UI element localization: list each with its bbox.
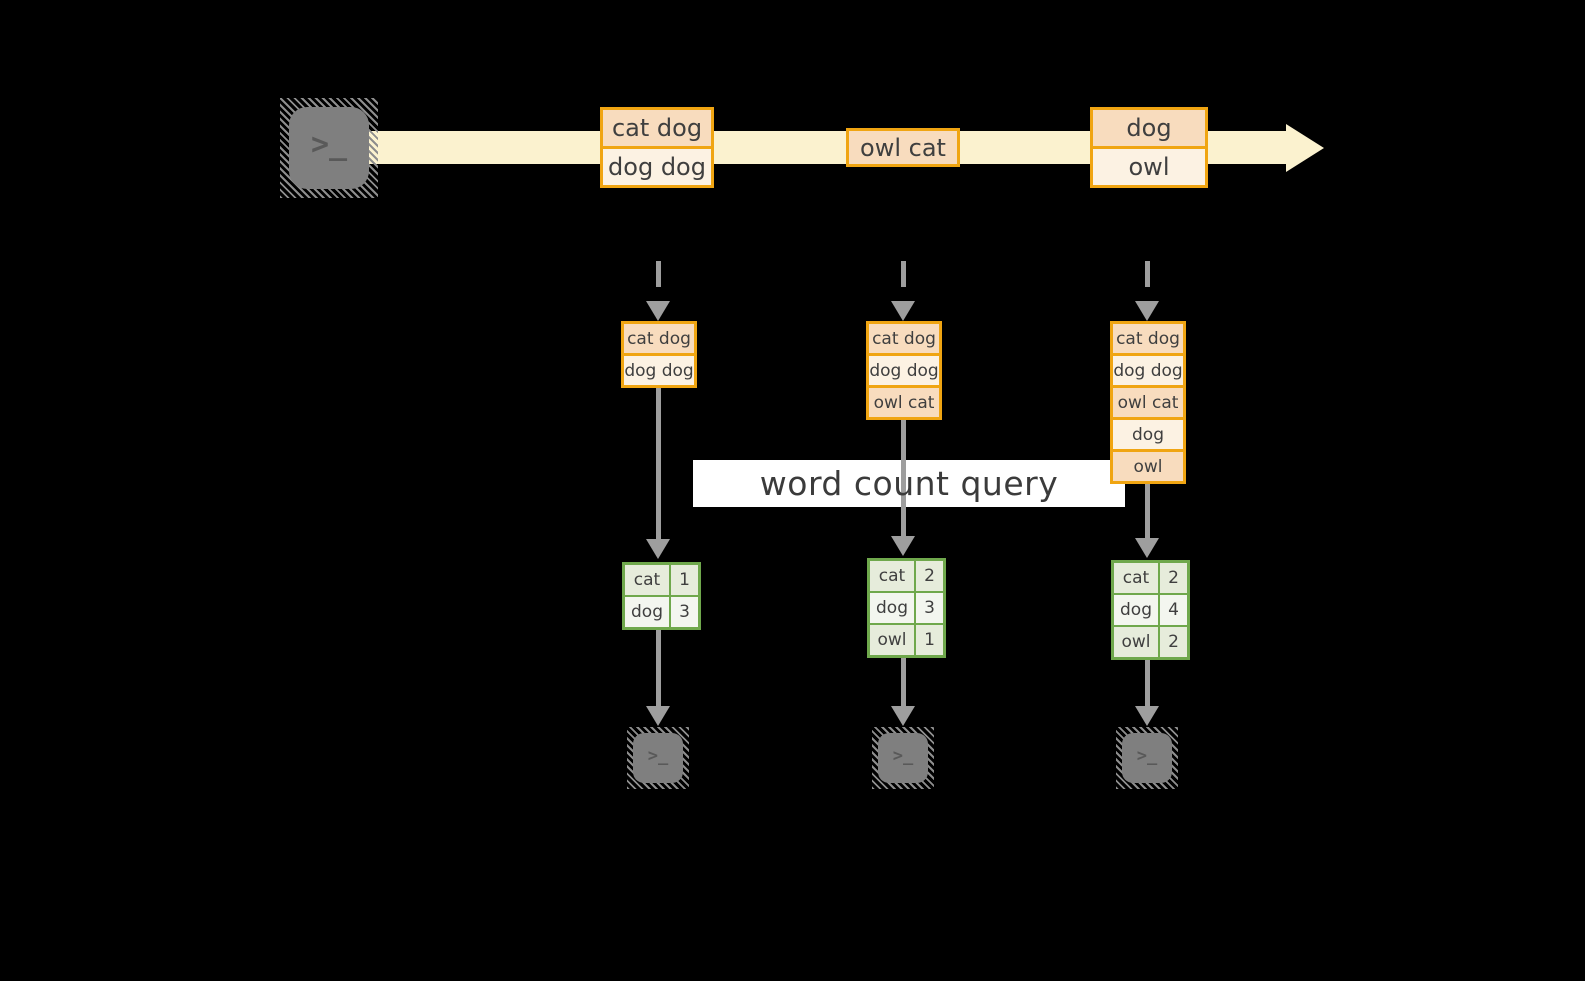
word-cell: cat: [870, 561, 916, 591]
batch-cell: dog dog: [1113, 353, 1183, 385]
arrow-head: [646, 539, 670, 559]
dashed-arrow-shaft: [901, 261, 906, 301]
count-cell: 1: [916, 625, 943, 655]
event-cell: cat dog: [603, 110, 711, 146]
timeline-event-box-3: dog owl: [1090, 107, 1208, 188]
table-row: owl 2: [1114, 625, 1187, 657]
sink-terminal-icon-1: >_: [627, 727, 689, 789]
wordcount-table-3: cat 2 dog 4 owl 2: [1111, 560, 1190, 660]
count-cell: 2: [1160, 627, 1187, 657]
stream-timeline-arrowhead: [1286, 124, 1324, 172]
batch-cell: owl cat: [869, 385, 939, 417]
count-cell: 4: [1160, 595, 1187, 625]
batch-cell: cat dog: [624, 324, 694, 353]
batch-cell: dog: [1113, 417, 1183, 449]
timeline-event-box-1: cat dog dog dog: [600, 107, 714, 188]
terminal-body: >_: [878, 733, 928, 783]
table-row: dog 3: [625, 595, 698, 627]
event-cell: owl: [1093, 146, 1205, 185]
arrow-shaft: [656, 629, 661, 706]
arrow-head: [1135, 706, 1159, 726]
terminal-prompt-glyph: >_: [647, 745, 669, 766]
terminal-body: >_: [633, 733, 683, 783]
arrow-shaft: [901, 418, 906, 536]
count-cell: 3: [916, 593, 943, 623]
word-cell: cat: [1114, 563, 1160, 593]
batch-cell: dog dog: [869, 353, 939, 385]
terminal-prompt-glyph: >_: [1136, 745, 1158, 766]
table-row: cat 2: [1114, 563, 1187, 593]
arrow-shaft: [1145, 658, 1150, 706]
word-cell: owl: [870, 625, 916, 655]
word-cell: dog: [625, 597, 671, 627]
arrow-shaft: [901, 656, 906, 706]
word-cell: cat: [625, 565, 671, 595]
word-cell: owl: [1114, 627, 1160, 657]
wordcount-table-2: cat 2 dog 3 owl 1: [867, 558, 946, 658]
word-cell: dog: [1114, 595, 1160, 625]
table-row: cat 1: [625, 565, 698, 595]
batch-cell: cat dog: [869, 324, 939, 353]
arrow-head: [646, 706, 670, 726]
count-cell: 2: [1160, 563, 1187, 593]
dashed-arrow-head: [891, 301, 915, 321]
table-row: dog 3: [870, 591, 943, 623]
terminal-body: >_: [289, 107, 369, 189]
dashed-arrow-shaft: [1145, 261, 1150, 301]
state-batch-box-1: cat dog dog dog: [621, 321, 697, 388]
count-cell: 2: [916, 561, 943, 591]
event-cell: dog: [1093, 110, 1205, 146]
terminal-body: >_: [1122, 733, 1172, 783]
timeline-event-box-2: owl cat: [846, 128, 960, 167]
batch-cell: dog dog: [624, 353, 694, 385]
event-cell: dog dog: [603, 146, 711, 185]
arrow-head: [891, 706, 915, 726]
terminal-prompt-glyph: >_: [892, 745, 914, 766]
dashed-arrow-head: [646, 301, 670, 321]
count-cell: 1: [671, 565, 698, 595]
terminal-prompt-glyph: >_: [310, 126, 348, 162]
batch-cell: owl: [1113, 449, 1183, 481]
table-row: owl 1: [870, 623, 943, 655]
dashed-arrow-shaft: [656, 261, 661, 301]
sink-terminal-icon-3: >_: [1116, 727, 1178, 789]
state-batch-box-2: cat dog dog dog owl cat: [866, 321, 942, 420]
table-row: dog 4: [1114, 593, 1187, 625]
batch-cell: owl cat: [1113, 385, 1183, 417]
arrow-shaft: [656, 387, 661, 539]
arrow-shaft: [1145, 484, 1150, 538]
count-cell: 3: [671, 597, 698, 627]
arrow-head: [891, 536, 915, 556]
query-label: word count query: [759, 464, 1059, 503]
word-cell: dog: [870, 593, 916, 623]
state-batch-box-3: cat dog dog dog owl cat dog owl: [1110, 321, 1186, 484]
table-row: cat 2: [870, 561, 943, 591]
batch-cell: cat dog: [1113, 324, 1183, 353]
source-terminal-icon: >_: [280, 98, 378, 198]
arrow-head: [1135, 538, 1159, 558]
wordcount-table-1: cat 1 dog 3: [622, 562, 701, 630]
query-band: [693, 460, 1125, 507]
event-cell: owl cat: [849, 131, 957, 164]
sink-terminal-icon-2: >_: [872, 727, 934, 789]
dashed-arrow-head: [1135, 301, 1159, 321]
